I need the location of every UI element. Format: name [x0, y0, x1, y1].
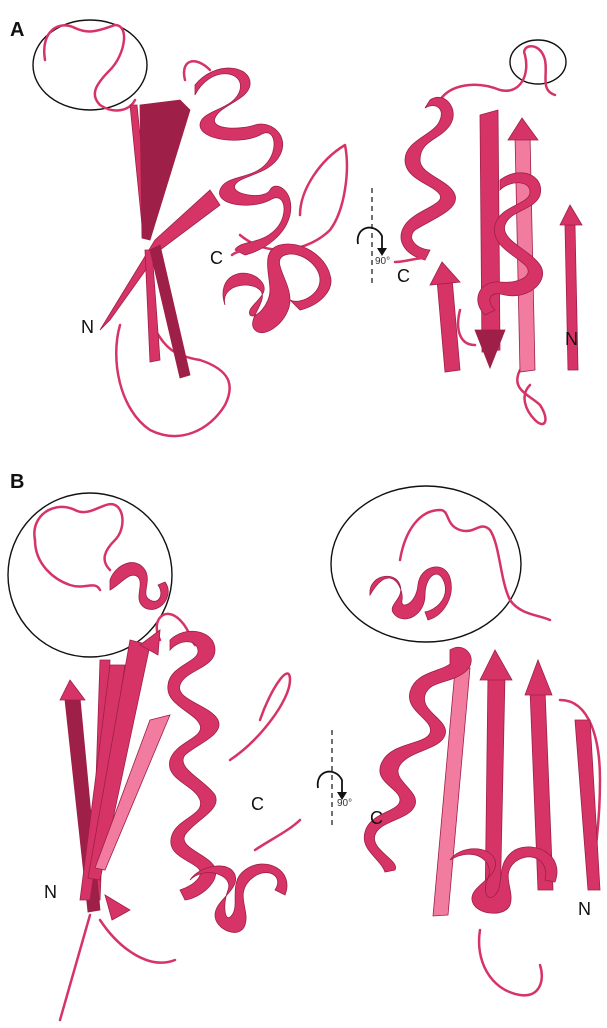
panel-b-right-structure: C N — [331, 486, 600, 995]
c-term-coil — [395, 258, 425, 262]
loop-coil — [44, 25, 135, 110]
panel-b-rotation-indicator: 90° — [318, 730, 352, 825]
beta-strand-arrowhead — [480, 650, 512, 680]
alpha-helix — [195, 68, 291, 255]
loop-coil — [34, 504, 122, 570]
panel-a-left-structure: N C — [33, 20, 347, 436]
rotation-angle-label: 90° — [337, 798, 352, 809]
c-terminus-label: C — [210, 248, 223, 268]
c-terminus-label: C — [251, 794, 264, 814]
panel-b: B — [8, 471, 600, 1020]
alpha-helix — [110, 563, 168, 610]
n-terminus-label: N — [81, 317, 94, 337]
n-terminus-label: N — [44, 882, 57, 902]
top-left-coil — [35, 540, 100, 590]
c-terminus-label: C — [370, 808, 383, 828]
panel-a-right-structure: C N — [395, 40, 582, 424]
bottom-coil — [479, 930, 542, 995]
rotation-arrow-icon — [318, 772, 342, 794]
alpha-helix — [370, 567, 451, 620]
beta-strand-arrowhead — [560, 205, 582, 225]
beta-strand — [437, 278, 460, 372]
panel-a: A N C — [10, 19, 582, 436]
alpha-helix — [168, 631, 219, 900]
beta-strand-arrowhead — [430, 262, 460, 285]
c-terminus-label: C — [397, 266, 410, 286]
panel-b-left-structure: N C — [8, 493, 300, 1020]
highlight-circle — [8, 493, 172, 657]
alpha-helix — [401, 97, 455, 260]
beta-strand-arrowhead — [508, 118, 538, 140]
beta-strand-arrowhead — [105, 895, 130, 920]
left-loop-coil — [458, 310, 475, 345]
panel-a-label: A — [10, 19, 24, 41]
beta-strand-arrowhead — [525, 660, 552, 695]
panel-a-rotation-indicator: 90° — [358, 188, 390, 286]
panel-b-label: B — [10, 471, 24, 493]
alpha-helix — [223, 244, 331, 333]
rotation-angle-label: 90° — [375, 256, 390, 267]
lower-coil — [60, 915, 175, 1020]
bottom-loop-coil — [517, 370, 545, 424]
right-coil — [230, 674, 300, 850]
rotation-arrow-icon — [358, 228, 382, 250]
n-terminus-label: N — [565, 329, 578, 349]
highlight-circle — [331, 486, 521, 642]
beta-strand-arrowhead — [60, 680, 85, 700]
highlight-circle — [510, 40, 566, 84]
beta-strand — [433, 668, 470, 916]
beta-strand-arrowhead — [475, 330, 505, 368]
loop-coil — [440, 46, 555, 100]
n-terminus-label: N — [578, 899, 591, 919]
rotation-arrowhead-icon — [377, 248, 387, 256]
